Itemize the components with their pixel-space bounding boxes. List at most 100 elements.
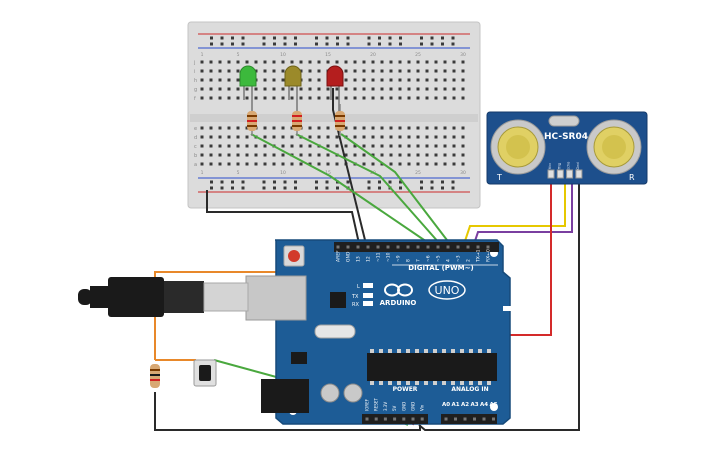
terminal-hole[interactable] bbox=[389, 162, 393, 166]
terminal-hole[interactable] bbox=[263, 153, 267, 157]
wire-green-led[interactable] bbox=[250, 133, 431, 245]
usb-cable[interactable] bbox=[78, 277, 249, 317]
terminal-hole[interactable] bbox=[389, 135, 393, 139]
rail-hole[interactable] bbox=[220, 36, 224, 40]
terminal-hole[interactable] bbox=[425, 126, 429, 130]
terminal-hole[interactable] bbox=[353, 135, 357, 139]
terminal-hole[interactable] bbox=[353, 87, 357, 91]
terminal-hole[interactable] bbox=[353, 96, 357, 100]
terminal-hole[interactable] bbox=[209, 96, 213, 100]
terminal-hole[interactable] bbox=[263, 144, 267, 148]
terminal-hole[interactable] bbox=[200, 162, 204, 166]
rail-hole[interactable] bbox=[430, 186, 434, 190]
terminal-hole[interactable] bbox=[209, 60, 213, 64]
terminal-hole[interactable] bbox=[254, 69, 258, 73]
rail-hole[interactable] bbox=[220, 186, 224, 190]
terminal-hole[interactable] bbox=[227, 153, 231, 157]
sensor-pin[interactable] bbox=[556, 169, 564, 179]
rail-hole[interactable] bbox=[315, 36, 318, 40]
rail-hole[interactable] bbox=[325, 42, 329, 46]
digital-header-hole[interactable] bbox=[406, 245, 410, 249]
terminal-hole[interactable] bbox=[344, 78, 348, 82]
terminal-hole[interactable] bbox=[461, 126, 465, 130]
terminal-hole[interactable] bbox=[236, 60, 240, 64]
terminal-hole[interactable] bbox=[398, 153, 402, 157]
terminal-hole[interactable] bbox=[389, 60, 393, 64]
terminal-hole[interactable] bbox=[380, 78, 384, 82]
terminal-hole[interactable] bbox=[371, 126, 375, 130]
analog-header-hole[interactable] bbox=[454, 417, 457, 421]
terminal-hole[interactable] bbox=[299, 87, 303, 91]
terminal-hole[interactable] bbox=[371, 162, 375, 166]
terminal-hole[interactable] bbox=[416, 162, 420, 166]
terminal-hole[interactable] bbox=[263, 69, 267, 73]
rail-hole[interactable] bbox=[420, 42, 423, 46]
power-header-hole[interactable] bbox=[420, 417, 424, 421]
terminal-hole[interactable] bbox=[398, 69, 402, 73]
terminal-hole[interactable] bbox=[407, 87, 411, 91]
terminal-hole[interactable] bbox=[290, 96, 294, 100]
terminal-hole[interactable] bbox=[227, 144, 231, 148]
terminal-hole[interactable] bbox=[209, 126, 213, 130]
rail-hole[interactable] bbox=[262, 42, 266, 46]
terminal-hole[interactable] bbox=[335, 96, 339, 100]
digital-header-hole[interactable] bbox=[386, 245, 390, 249]
rail-hole[interactable] bbox=[315, 180, 318, 184]
terminal-hole[interactable] bbox=[272, 69, 276, 73]
terminal-hole[interactable] bbox=[227, 78, 231, 82]
terminal-hole[interactable] bbox=[326, 87, 330, 91]
terminal-hole[interactable] bbox=[452, 162, 456, 166]
terminal-hole[interactable] bbox=[407, 78, 411, 82]
wire-gnd-breadboard[interactable] bbox=[206, 190, 361, 249]
digital-header-hole[interactable] bbox=[336, 245, 340, 249]
terminal-hole[interactable] bbox=[209, 87, 213, 91]
rail-hole[interactable] bbox=[399, 36, 402, 40]
terminal-hole[interactable] bbox=[425, 60, 429, 64]
terminal-hole[interactable] bbox=[380, 126, 384, 130]
terminal-hole[interactable] bbox=[362, 60, 366, 64]
terminal-hole[interactable] bbox=[308, 69, 312, 73]
terminal-hole[interactable] bbox=[344, 60, 348, 64]
terminal-hole[interactable] bbox=[389, 69, 393, 73]
rail-hole[interactable] bbox=[399, 186, 402, 190]
terminal-hole[interactable] bbox=[461, 87, 465, 91]
terminal-hole[interactable] bbox=[317, 126, 321, 130]
terminal-hole[interactable] bbox=[245, 126, 249, 130]
terminal-hole[interactable] bbox=[254, 87, 258, 91]
terminal-hole[interactable] bbox=[236, 162, 240, 166]
rail-hole[interactable] bbox=[241, 42, 245, 46]
rail-hole[interactable] bbox=[378, 186, 381, 190]
terminal-hole[interactable] bbox=[380, 87, 384, 91]
terminal-hole[interactable] bbox=[398, 144, 402, 148]
terminal-hole[interactable] bbox=[407, 153, 411, 157]
terminal-hole[interactable] bbox=[254, 162, 258, 166]
terminal-hole[interactable] bbox=[218, 144, 222, 148]
rail-hole[interactable] bbox=[315, 186, 318, 190]
terminal-hole[interactable] bbox=[380, 135, 384, 139]
terminal-hole[interactable] bbox=[425, 162, 429, 166]
terminal-hole[interactable] bbox=[272, 126, 276, 130]
terminal-hole[interactable] bbox=[317, 162, 321, 166]
terminal-hole[interactable] bbox=[389, 153, 393, 157]
rail-hole[interactable] bbox=[367, 180, 371, 184]
terminal-hole[interactable] bbox=[236, 126, 240, 130]
terminal-hole[interactable] bbox=[200, 60, 204, 64]
terminal-hole[interactable] bbox=[326, 96, 330, 100]
terminal-hole[interactable] bbox=[335, 144, 339, 148]
terminal-hole[interactable] bbox=[416, 69, 420, 73]
terminal-hole[interactable] bbox=[200, 135, 204, 139]
terminal-hole[interactable] bbox=[218, 96, 222, 100]
terminal-hole[interactable] bbox=[254, 96, 258, 100]
terminal-hole[interactable] bbox=[362, 69, 366, 73]
terminal-hole[interactable] bbox=[236, 87, 240, 91]
terminal-hole[interactable] bbox=[308, 96, 312, 100]
terminal-hole[interactable] bbox=[452, 69, 456, 73]
terminal-hole[interactable] bbox=[362, 126, 366, 130]
terminal-hole[interactable] bbox=[227, 87, 231, 91]
terminal-hole[interactable] bbox=[353, 69, 357, 73]
power-header-hole[interactable] bbox=[374, 417, 378, 421]
terminal-hole[interactable] bbox=[434, 78, 438, 82]
rail-hole[interactable] bbox=[241, 186, 245, 190]
rail-hole[interactable] bbox=[262, 186, 266, 190]
